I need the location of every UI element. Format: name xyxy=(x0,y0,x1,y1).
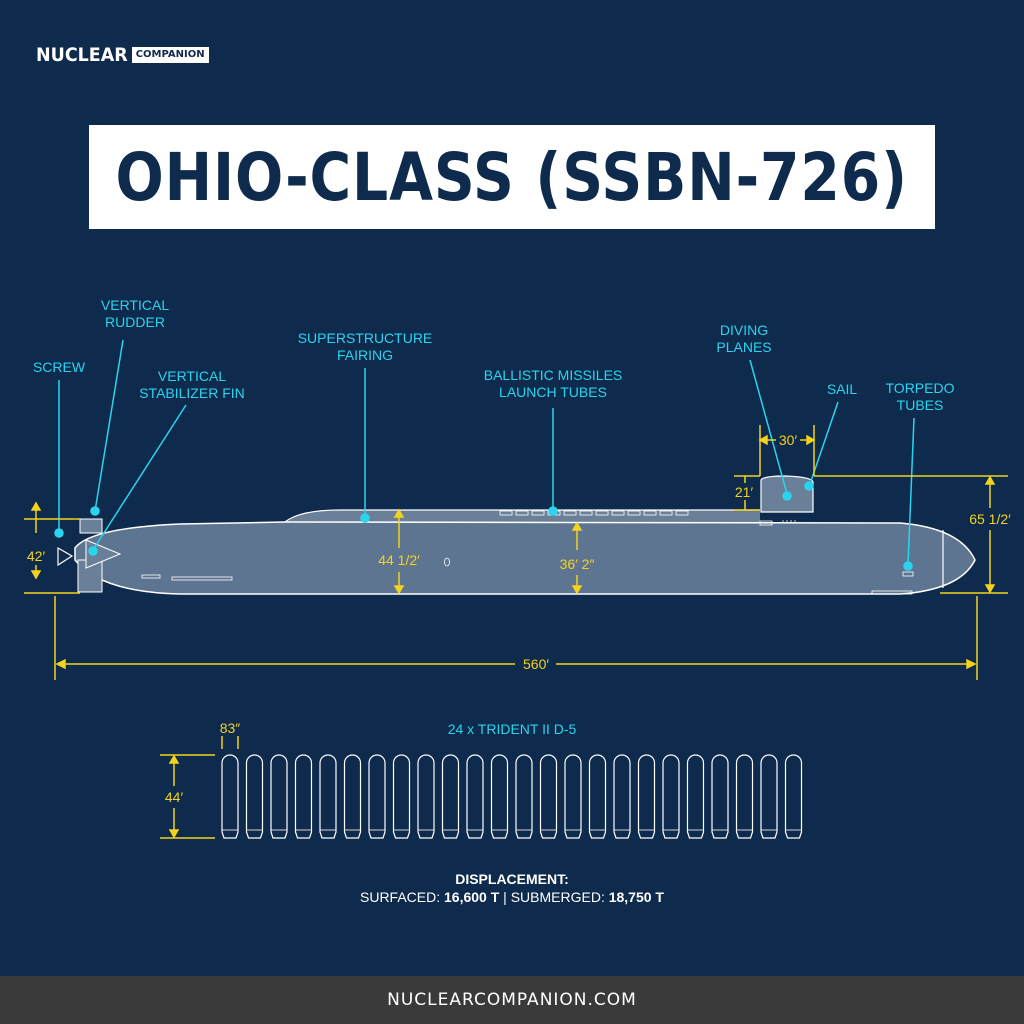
trident-missile xyxy=(294,754,313,839)
trident-missile xyxy=(490,754,509,839)
trident-missile xyxy=(466,754,484,839)
surfaced-value: 16,600 T xyxy=(444,889,500,905)
trident-missile xyxy=(417,754,435,839)
trident-missile xyxy=(270,754,288,839)
dim-missile-length: 44′ xyxy=(165,789,184,805)
dim-hull-height-aft: 44 1/2′ xyxy=(378,552,420,568)
label-rudder-1: VERTICAL xyxy=(101,297,169,313)
displacement-separator: | xyxy=(503,889,507,905)
trident-missile xyxy=(711,754,729,839)
torpedo-tubes-marker xyxy=(903,561,913,571)
hull-details xyxy=(141,520,914,595)
page-title: OHIO-CLASS (SSBN-726) xyxy=(115,138,909,216)
superstructure-fairing-shape xyxy=(287,510,760,522)
dim-stern-height: 42′ xyxy=(27,548,46,564)
label-torpedo-1: TORPEDO xyxy=(886,380,955,396)
trident-missile xyxy=(588,754,607,839)
callout-leaders xyxy=(54,339,915,571)
label-launch-tubes-2: LAUNCH TUBES xyxy=(499,384,607,400)
displacement-block: DISPLACEMENT: SURFACED: 16,600 T | SUBME… xyxy=(0,870,1024,906)
trident-missile xyxy=(392,754,411,839)
label-sail: SAIL xyxy=(827,381,858,397)
screw-marker xyxy=(54,528,64,538)
trident-missile xyxy=(564,754,582,839)
label-launch-tubes-1: BALLISTIC MISSILES xyxy=(484,367,623,383)
diving-planes-marker xyxy=(782,491,792,501)
logo: NUCLEAR COMPANION xyxy=(36,44,209,66)
label-fairing-2: FAIRING xyxy=(337,347,393,363)
trident-missile xyxy=(368,754,386,839)
trident-missile xyxy=(735,754,754,839)
footer-bar: NUCLEARCOMPANION.COM xyxy=(0,976,1024,1024)
trident-missile xyxy=(343,754,362,839)
label-fairing-1: SUPERSTRUCTURE xyxy=(298,330,433,346)
trident-missile xyxy=(760,754,778,839)
label-diving-planes-1: DIVING xyxy=(720,322,768,338)
trident-missile xyxy=(245,754,264,839)
dim-sail-width: 30′ xyxy=(779,432,798,448)
label-diving-planes-2: PLANES xyxy=(716,339,771,355)
trident-missile xyxy=(784,754,803,839)
dim-missile-diameter: 83″ xyxy=(220,720,241,736)
stabilizer-marker xyxy=(88,546,98,556)
trident-missile xyxy=(539,754,558,839)
dim-length: 560′ xyxy=(523,656,549,672)
displacement-heading: DISPLACEMENT: xyxy=(455,871,569,887)
rudder-marker xyxy=(90,506,100,516)
dim-overall-height: 65 1/2′ xyxy=(969,511,1011,527)
launch-tube-hatches xyxy=(499,510,689,516)
trident-missile xyxy=(686,754,705,839)
label-screw: SCREW xyxy=(33,359,86,375)
trident-missile xyxy=(319,754,337,839)
dim-hull-height-mid: 36′ 2″ xyxy=(560,556,595,572)
footer-url[interactable]: NUCLEARCOMPANION.COM xyxy=(387,990,637,1010)
logo-badge: COMPANION xyxy=(131,47,209,63)
label-stabilizer-2: STABILIZER FIN xyxy=(139,385,245,401)
label-rudder-2: RUDDER xyxy=(105,314,165,330)
dim-sail-height: 21′ xyxy=(735,484,754,500)
label-torpedo-2: TUBES xyxy=(897,397,944,413)
trident-missile xyxy=(221,754,239,839)
trident-missile xyxy=(662,754,680,839)
missile-caption: 24 x TRIDENT II D-5 xyxy=(448,721,577,737)
submerged-value: 18,750 T xyxy=(608,889,664,905)
trident-missile xyxy=(441,754,460,839)
dimension-lines xyxy=(24,425,1008,839)
fairing-marker xyxy=(360,513,370,523)
trident-missile xyxy=(515,754,533,839)
title-banner: OHIO-CLASS (SSBN-726) xyxy=(89,125,935,229)
trident-missile xyxy=(613,754,631,839)
stern-assembly xyxy=(57,518,122,593)
logo-name: NUCLEAR xyxy=(36,44,128,66)
screw-propeller xyxy=(57,546,74,567)
submerged-label: SUBMERGED: xyxy=(510,889,605,905)
surfaced-label: SURFACED: xyxy=(360,889,441,905)
label-stabilizer-1: VERTICAL xyxy=(158,368,226,384)
sail-marker xyxy=(804,481,814,491)
fairing-outline xyxy=(284,509,760,523)
launch-tubes-marker xyxy=(548,506,558,516)
hull-shape xyxy=(74,521,976,595)
trident-missile xyxy=(637,754,656,839)
missile-row xyxy=(221,754,803,839)
